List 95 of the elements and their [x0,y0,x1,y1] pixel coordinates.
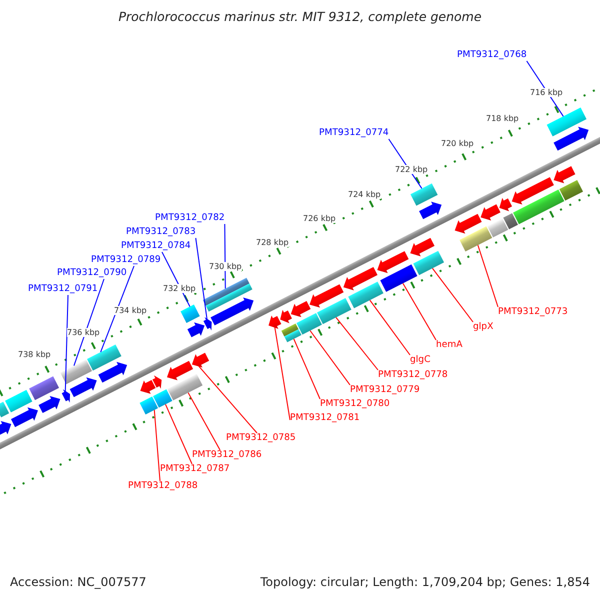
gene-block [380,264,418,292]
gene-label: PMT9312_0791 [28,284,98,295]
gene-block [70,377,97,398]
leader-line [198,366,258,434]
gene-block [454,214,482,234]
gene-block [5,390,32,412]
gene-label: PMT9312_0773 [498,307,568,318]
leader-line [402,282,436,340]
gene-block [410,183,438,206]
leader-line [188,392,220,450]
scale-label: 718 kbp [486,114,519,123]
gene-block [210,297,254,326]
gene-label: PMT9312_0768 [457,50,527,61]
gene-block [559,180,584,201]
gene-block [343,266,378,290]
gene-block [152,375,162,389]
footer-text: Topology: circular; Length: 1,709,204 bp; Genes: 1,854 [260,575,590,589]
scale-label: 722 kbp [395,165,428,174]
gene-block [377,251,409,274]
gene-label: PMT9312_0787 [160,464,230,475]
gene-block [460,226,492,252]
footer-text: Accession: NC_007577 [10,575,146,589]
gene-label: PMT9312_0785 [226,433,296,444]
leader-line [477,244,498,308]
gene-block [281,323,302,342]
scale-label: 724 kbp [348,190,381,199]
leader-line [100,266,134,353]
gene-block [499,198,512,212]
gene-label: PMT9312_0774 [319,128,389,139]
leader-line [195,238,208,320]
scale-label: 730 kbp [209,262,242,271]
gene-block [487,218,508,238]
gene-block [310,284,344,308]
gene-block [29,376,60,400]
gene-block [348,282,384,308]
gene-block [554,126,589,151]
gene-label: PMT9312_0786 [192,450,262,461]
gene-block [192,352,210,368]
gene-label: PMT9312_0783 [126,227,196,238]
gene-block [60,359,92,384]
gene-block [554,166,576,184]
scale-label: 736 kbp [67,328,100,337]
gene-block [62,389,70,403]
leader-line [165,404,192,464]
gene-label: PMT9312_0782 [155,213,225,224]
scale-label: 720 kbp [441,139,474,148]
gene-block [202,278,252,312]
gene-block [410,238,435,256]
gene-block [98,362,128,383]
scale-label: 728 kbp [256,238,289,247]
gene-block [153,389,172,408]
gene-block [0,402,10,418]
gene-block [166,360,194,380]
gene-block [280,310,292,324]
gene-block [480,204,500,220]
leader-line [73,278,104,366]
title: Prochlorococcus marinus str. MIT 9312, complete genome [117,9,483,24]
scale-label: 734 kbp [114,306,147,315]
gene-label: PMT9312_0778 [378,370,448,381]
leader-line [162,252,190,308]
gene-block [316,298,352,324]
gene-block [0,420,12,435]
leader-line [336,316,378,370]
gene-block [140,396,158,414]
scale-label: 716 kbp [530,88,563,97]
gene-label: PMT9312_0788 [128,481,198,492]
gene-block [187,322,205,338]
scale-label: 738 kbp [18,350,51,359]
gene-block [203,317,212,330]
leader-line [432,268,474,322]
gene-label: PMT9312_0780 [320,399,390,410]
gene-block [290,301,311,318]
gene-label: PMT9312_0784 [121,241,191,252]
gene-label: PMT9312_0781 [290,413,360,424]
leader-line [369,300,410,356]
gene-label: glpX [473,322,494,333]
gene-block [140,380,156,394]
gene-block [268,316,282,329]
gene-label: PMT9312_0790 [57,268,127,279]
leader-line [293,338,320,400]
scale-label: 726 kbp [303,214,336,223]
gene-label: hemA [436,340,462,351]
gene-block [413,250,444,276]
gene-block [38,396,60,414]
gene-block [419,202,442,220]
gene-block [87,344,122,371]
leader-line [154,410,160,482]
gene-block [167,374,203,400]
gene-block [503,213,518,230]
gene-label: PMT9312_0779 [350,385,420,396]
gene-label: glgC [410,355,430,366]
gene-block [512,177,554,205]
scale-label: 732 kbp [163,284,196,293]
gene-label: PMT9312_0789 [91,255,161,266]
leader-line [310,330,350,386]
